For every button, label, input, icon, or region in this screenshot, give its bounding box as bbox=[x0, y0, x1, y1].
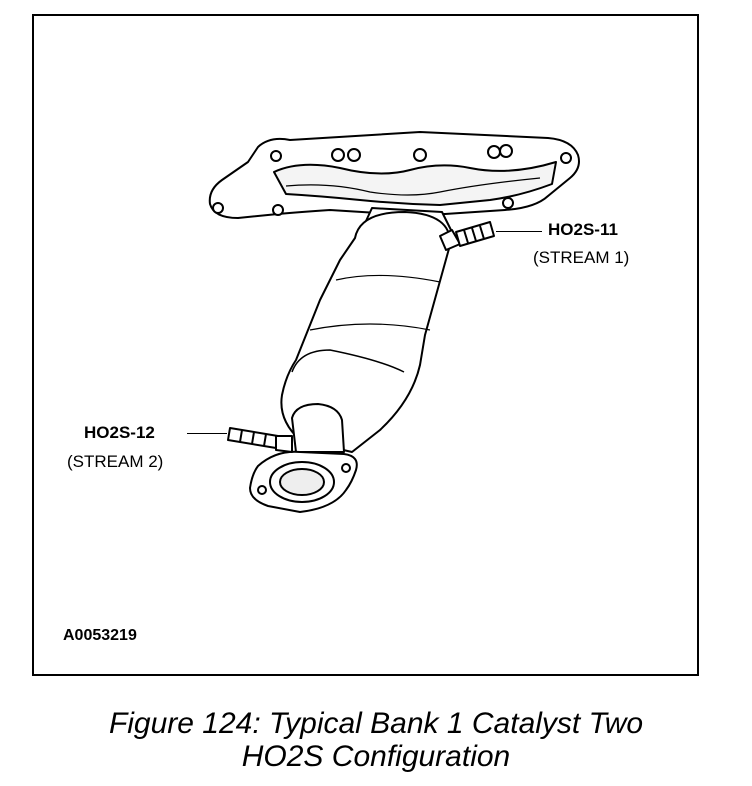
manifold-runners bbox=[273, 161, 557, 206]
ho2s-11-leader-line bbox=[496, 231, 542, 232]
ho2s-12-stream-label: (STREAM 2) bbox=[67, 452, 164, 471]
ho2s-11-label: HO2S-11 bbox=[548, 220, 618, 239]
figure-id: A0053219 bbox=[63, 627, 137, 644]
caption-line-1: Figure 124: Typical Bank 1 Catalyst Two bbox=[108, 707, 644, 740]
ho2s-11-sensor bbox=[439, 221, 495, 251]
figure-frame bbox=[32, 14, 699, 676]
caption-line-2: HO2S Configuration bbox=[241, 740, 511, 773]
ho2s-12-sensor bbox=[227, 427, 293, 453]
ho2s-11-stream-label: (STREAM 1) bbox=[533, 248, 630, 267]
ho2s-12-leader-line bbox=[187, 433, 227, 434]
figure-caption: Figure 124: Typical Bank 1 Catalyst Two … bbox=[0, 707, 752, 773]
outlet-pipe bbox=[291, 403, 345, 453]
converter-body bbox=[280, 211, 452, 453]
ho2s-12-label: HO2S-12 bbox=[84, 423, 155, 442]
